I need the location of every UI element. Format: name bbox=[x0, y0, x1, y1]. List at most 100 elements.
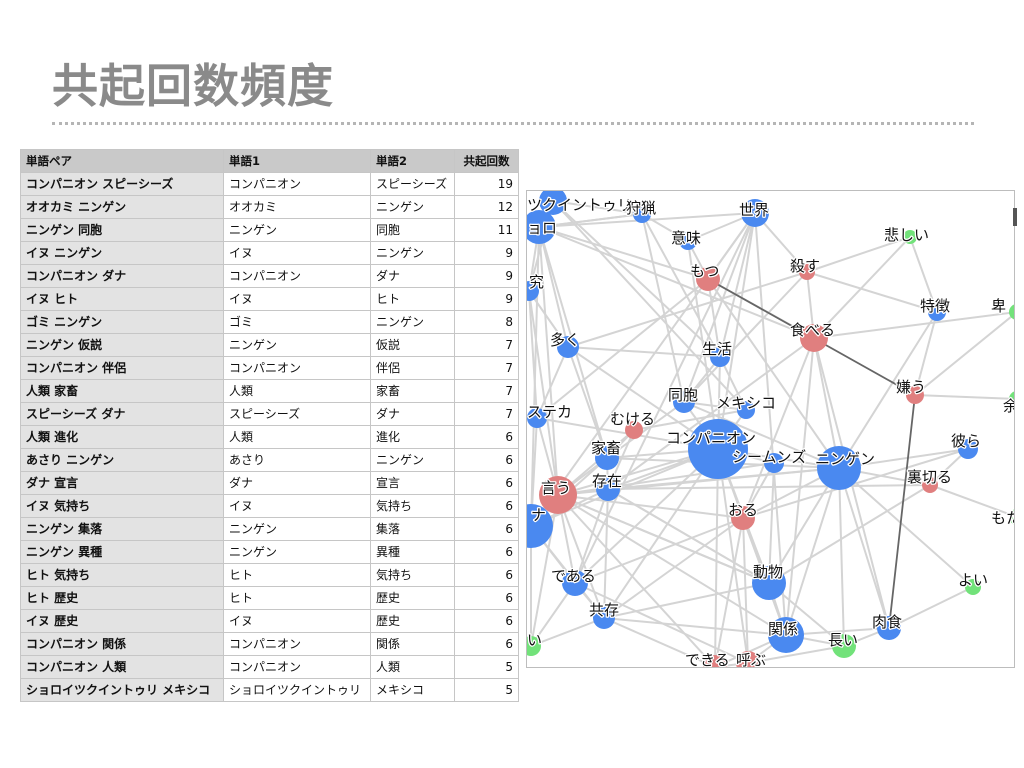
network-node bbox=[527, 504, 553, 548]
network-node bbox=[737, 401, 755, 419]
network-node bbox=[736, 651, 760, 667]
word1-cell: コンパニオン bbox=[223, 172, 371, 196]
word2-cell: 集落 bbox=[370, 517, 455, 541]
network-edge bbox=[552, 200, 643, 215]
network-edge bbox=[536, 346, 569, 419]
count-cell: 9 bbox=[454, 241, 519, 265]
pair-cell: コンパニオン 関係 bbox=[20, 632, 224, 656]
network-node bbox=[906, 386, 924, 404]
word2-cell: 進化 bbox=[370, 425, 455, 449]
network-edge bbox=[641, 213, 721, 358]
count-cell: 6 bbox=[454, 517, 519, 541]
network-edge bbox=[603, 617, 787, 636]
pair-cell: ヒト 気持ち bbox=[20, 563, 224, 587]
network-node-label: 裏切る bbox=[907, 468, 952, 486]
network-edge bbox=[574, 517, 744, 584]
network-edge bbox=[603, 582, 770, 619]
word1-cell: イヌ bbox=[223, 241, 371, 265]
network-edge bbox=[530, 617, 605, 647]
network-edge bbox=[557, 494, 605, 619]
network-node bbox=[817, 446, 861, 490]
network-node-label: 究 bbox=[529, 273, 544, 291]
network-node bbox=[958, 439, 978, 459]
count-cell: 5 bbox=[454, 678, 519, 702]
word1-cell: ニンゲン bbox=[223, 517, 371, 541]
network-edge bbox=[574, 212, 756, 584]
network-node-label: 卑 bbox=[991, 297, 1006, 315]
word2-cell: 歴史 bbox=[370, 609, 455, 633]
network-node-label: 言う bbox=[541, 479, 571, 497]
word1-cell: イヌ bbox=[223, 287, 371, 311]
network-node bbox=[731, 506, 755, 530]
pair-cell: コンパニオン 人類 bbox=[20, 655, 224, 679]
network-node-label: ナ bbox=[531, 506, 546, 524]
network-edge bbox=[603, 448, 719, 619]
network-edge bbox=[813, 337, 840, 469]
word2-cell: 同胞 bbox=[370, 218, 455, 242]
network-edge bbox=[567, 346, 719, 450]
network-node bbox=[768, 617, 804, 653]
network-edge bbox=[557, 494, 716, 667]
pair-cell: オオカミ ニンゲン bbox=[20, 195, 224, 219]
network-edge bbox=[557, 494, 770, 584]
network-edge bbox=[538, 213, 643, 228]
network-node bbox=[741, 199, 769, 227]
count-cell: 6 bbox=[454, 471, 519, 495]
word1-cell: コンパニオン bbox=[223, 655, 371, 679]
network-node bbox=[673, 391, 695, 413]
word1-cell: ショロイツクイントゥリ bbox=[223, 678, 371, 702]
count-cell: 6 bbox=[454, 586, 519, 610]
word1-cell: イヌ bbox=[223, 494, 371, 518]
network-node bbox=[527, 210, 556, 244]
network-node bbox=[703, 655, 727, 667]
network-edge-strong bbox=[888, 394, 916, 629]
word1-cell: ヒト bbox=[223, 586, 371, 610]
network-edge bbox=[528, 290, 538, 419]
network-edge bbox=[607, 484, 931, 490]
network-edge bbox=[567, 346, 721, 358]
network-node-label: 長い bbox=[828, 631, 858, 649]
network-node bbox=[922, 477, 938, 493]
network-node-label: 食べる bbox=[790, 321, 835, 339]
network-edge bbox=[747, 645, 845, 664]
network-edge bbox=[768, 462, 775, 584]
network-edge bbox=[683, 271, 808, 403]
word1-cell: イヌ bbox=[223, 609, 371, 633]
network-node bbox=[633, 205, 651, 223]
word1-cell: コンパニオン bbox=[223, 632, 371, 656]
table-header-row: 単語ペア 単語1 単語2 共起回数 bbox=[20, 149, 519, 173]
network-node-label: ニンゲン bbox=[815, 450, 875, 468]
word1-cell: ゴミ bbox=[223, 310, 371, 334]
network-node-label: い bbox=[527, 631, 542, 649]
pair-cell: ゴミ ニンゲン bbox=[20, 310, 224, 334]
network-edge bbox=[914, 394, 1014, 400]
network-edge bbox=[838, 467, 890, 629]
word2-cell: ニンゲン bbox=[370, 241, 455, 265]
network-edge bbox=[785, 467, 840, 636]
network-node-label: 関係 bbox=[768, 620, 798, 638]
network-edge bbox=[607, 337, 815, 490]
network-node-label: もた bbox=[991, 509, 1014, 527]
network-edge bbox=[641, 213, 685, 403]
network-edge bbox=[717, 212, 756, 450]
network-edge bbox=[606, 401, 685, 459]
count-cell: 12 bbox=[454, 195, 519, 219]
word2-cell: スピーシーズ bbox=[370, 172, 455, 196]
word2-cell: ニンゲン bbox=[370, 195, 455, 219]
count-cell: 6 bbox=[454, 448, 519, 472]
network-edge bbox=[914, 313, 1014, 396]
network-edge bbox=[838, 467, 845, 647]
network-edge bbox=[888, 586, 974, 629]
word1-cell: コンパニオン bbox=[223, 356, 371, 380]
pair-cell: ヒト 歴史 bbox=[20, 586, 224, 610]
network-node-label: 存在 bbox=[592, 472, 622, 490]
